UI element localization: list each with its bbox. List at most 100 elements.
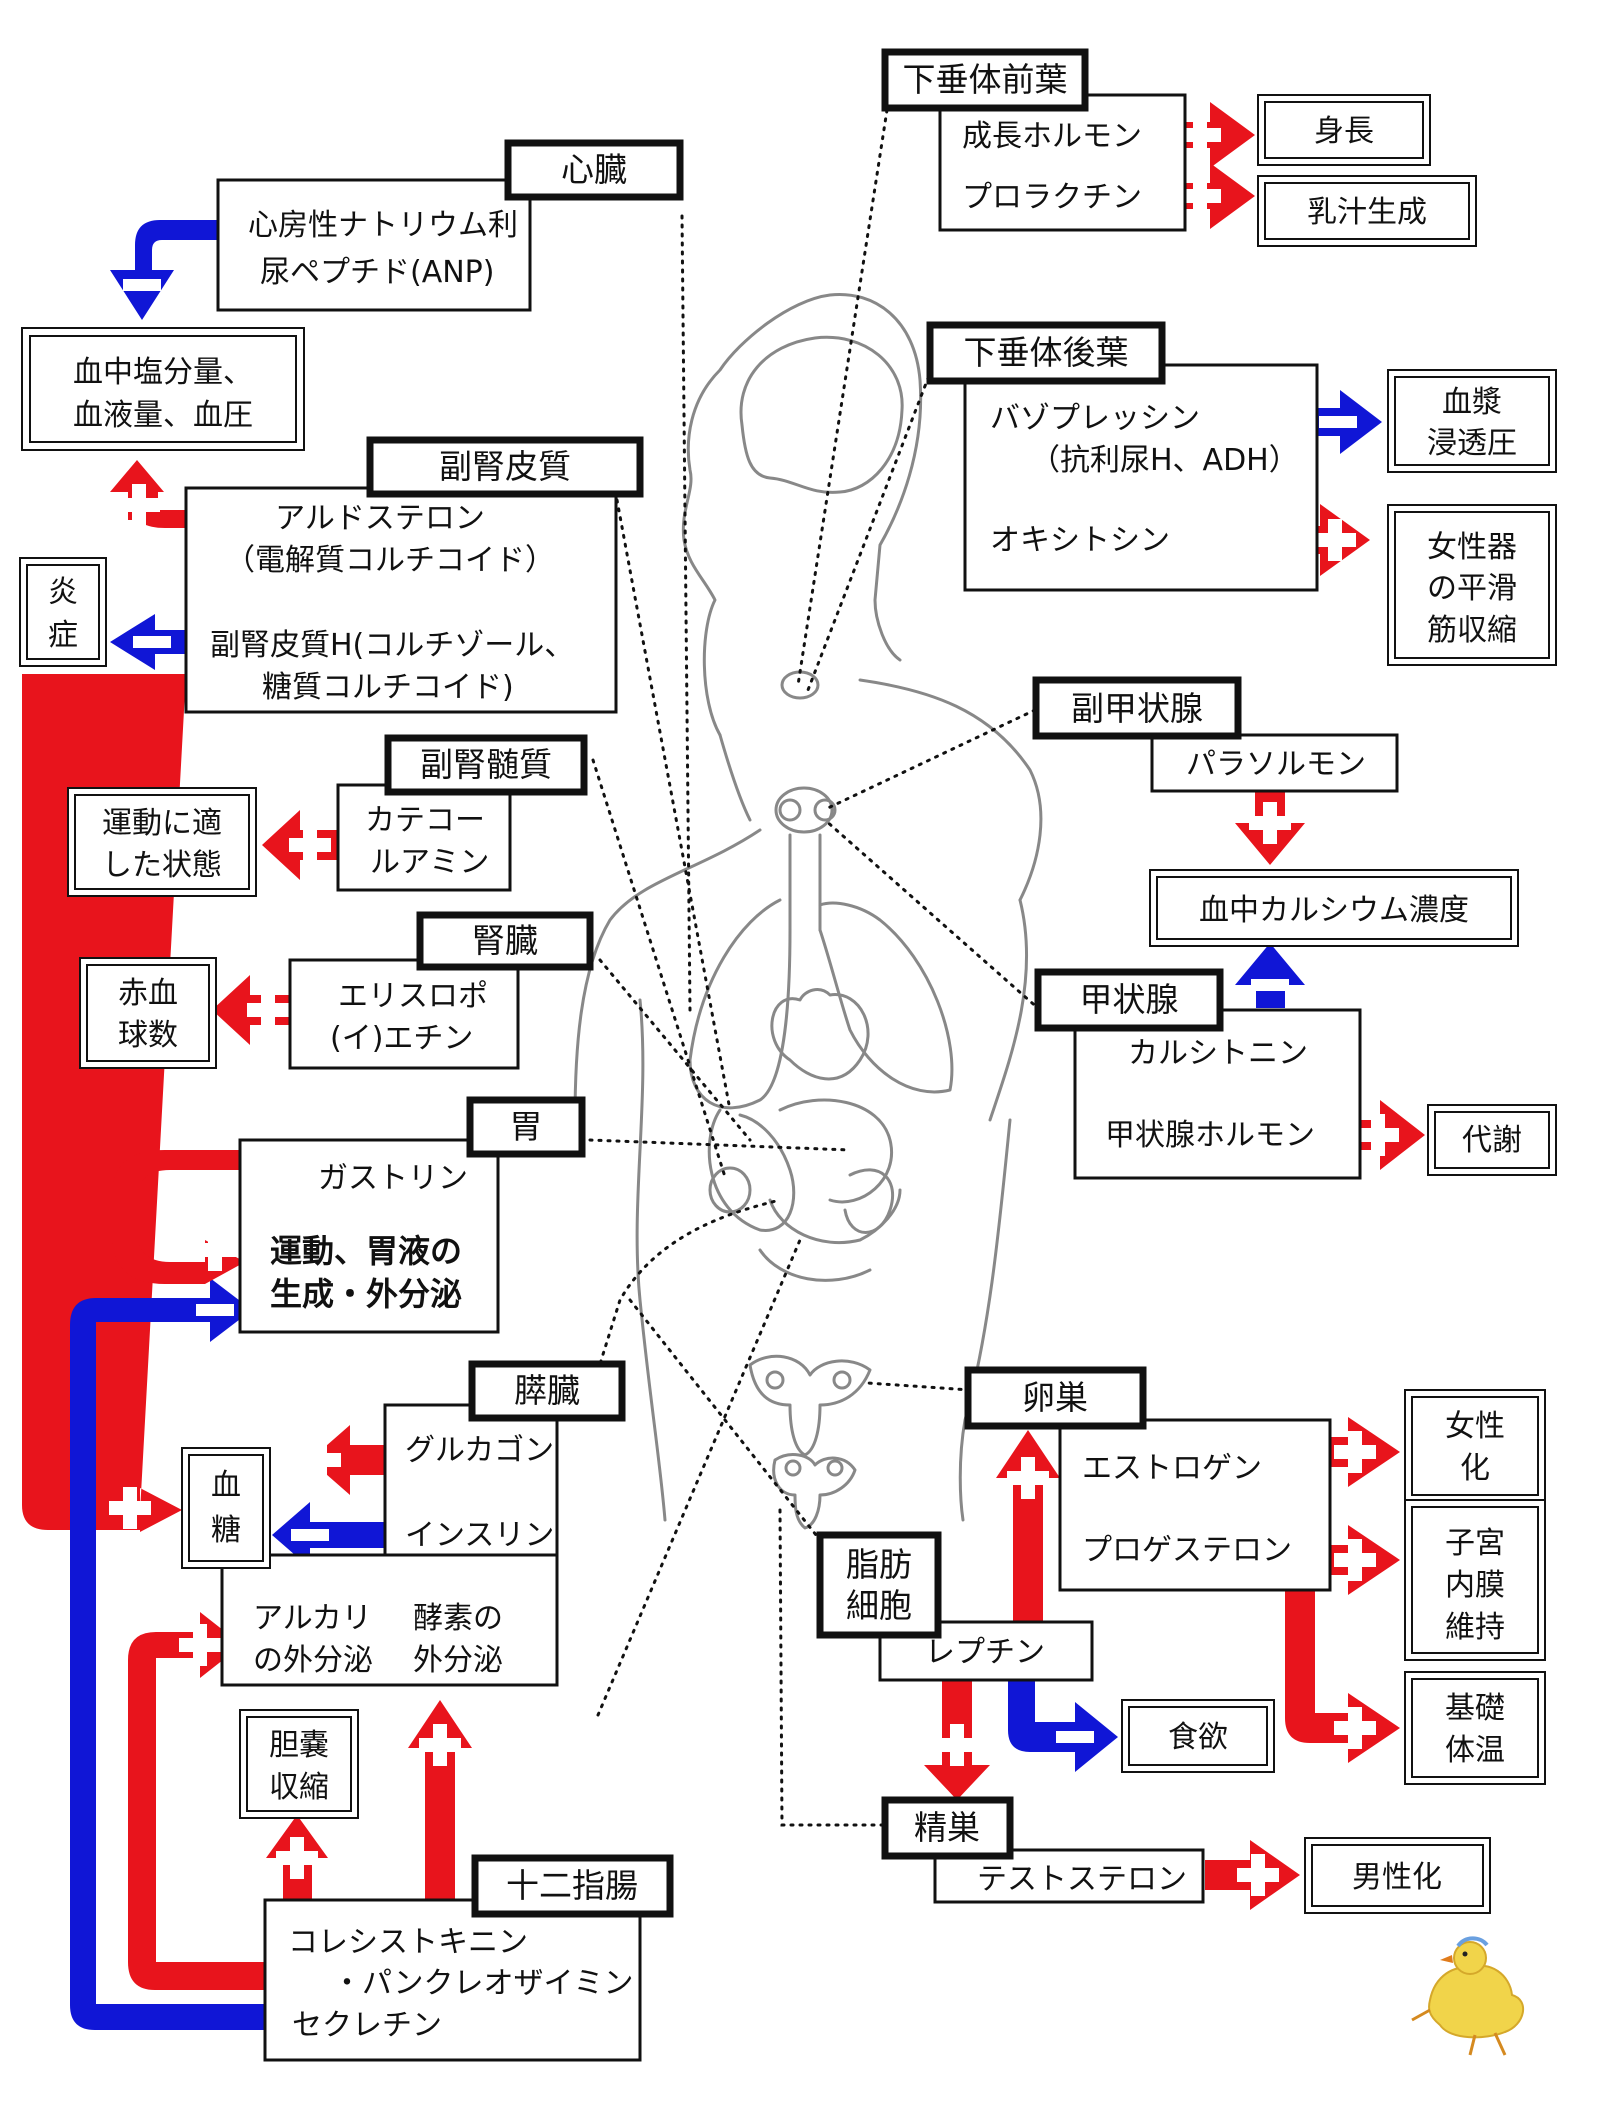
catecholamine-text-1: カテコー xyxy=(365,803,485,838)
exercise-box-inner xyxy=(74,794,250,890)
feminization-text-1: 女性 xyxy=(1445,1409,1505,1444)
rbc-box-inner xyxy=(86,964,210,1062)
blood-sugar-text-1: 血 xyxy=(211,1468,241,1503)
gallbladder-box-inner xyxy=(246,1716,352,1812)
calcitonin-text: カルシトニン xyxy=(1128,1036,1308,1071)
milk-text: 乳汁生成 xyxy=(1307,195,1427,230)
erythropoietin-text-2: (イ)エチン xyxy=(330,1021,473,1056)
blood-calcium-box-inner xyxy=(1156,876,1512,940)
anp-inhibit-arrow xyxy=(110,220,218,320)
blood-sugar-box-inner xyxy=(188,1454,264,1562)
pancreas-label-box xyxy=(468,1360,626,1422)
duodenum-label-box xyxy=(471,1854,674,1918)
thyroid-box xyxy=(1073,1008,1362,1180)
growth-hormone-text: 成長ホルモン xyxy=(962,119,1142,154)
stomach-label-box xyxy=(466,1096,586,1158)
appetite-text: 食欲 xyxy=(1168,1720,1228,1755)
alkali-text-2: の外分泌 xyxy=(253,1643,373,1678)
adrenal-medulla-label: 副腎髄質 xyxy=(420,745,552,784)
exercise-text-1: 運動に適 xyxy=(102,806,222,841)
secretin-inhibit-line xyxy=(70,1278,290,2030)
thyroid-label-box xyxy=(1034,968,1224,1032)
inflammation-box-inner xyxy=(26,564,100,660)
inflammation-text-2: 症 xyxy=(48,618,78,653)
kidney-label-box xyxy=(416,911,594,971)
duodenum-label: 十二指腸 xyxy=(506,1866,638,1905)
uterine-muscle-text-3: 筋収縮 xyxy=(1427,613,1517,648)
vasopressin-text-2: （抗利尿H、ADH） xyxy=(1030,443,1299,478)
parathyroid-label-box xyxy=(1032,676,1242,740)
plasma-osmolality-text-2: 浸透圧 xyxy=(1427,426,1517,461)
anterior-pituitary-box xyxy=(938,93,1187,232)
gastrin-text: ガストリン xyxy=(318,1161,468,1196)
erythropoietin-box xyxy=(288,958,520,1070)
anp-box xyxy=(216,178,532,312)
vasopressin-text-1: バゾプレッシン xyxy=(990,401,1200,436)
plasma-osmolality-box-inner xyxy=(1394,376,1550,466)
anp-text-2: 尿ペプチド(ANP) xyxy=(260,255,494,290)
thyroid-hormone-text: 甲状腺ホルモン xyxy=(1105,1118,1315,1153)
enzyme-text-1: 酵素の xyxy=(413,1601,503,1636)
blood-salt-text-2: 血液量、血圧 xyxy=(73,398,253,433)
gallbladder-text-2: 収縮 xyxy=(269,1770,329,1805)
cck-text-2: ・パンクレオザイミン xyxy=(332,1966,634,2001)
masculinization-text: 男性化 xyxy=(1352,1860,1442,1895)
duodenum-box xyxy=(263,1898,642,2062)
insulin-inhibit-arrow xyxy=(272,1502,400,1568)
metabolism-text: 代謝 xyxy=(1462,1123,1522,1158)
fat-cell-label-1: 脂肪 xyxy=(846,1545,912,1584)
anp-text-1: 心房性ナトリウム利 xyxy=(248,208,518,243)
basal-temp-text-2: 体温 xyxy=(1445,1733,1505,1768)
ovary-box xyxy=(1058,1418,1332,1592)
kidney-label: 腎臓 xyxy=(472,921,538,960)
glucagon-stimulate-arrow xyxy=(310,1425,400,1495)
feminization-box-inner xyxy=(1411,1396,1539,1496)
uterine-muscle-box-inner xyxy=(1394,511,1550,659)
metabolism-box-inner xyxy=(1434,1111,1550,1169)
feminization-text-2: 化 xyxy=(1460,1451,1490,1486)
aldosterone-text-1: アルドステロン xyxy=(275,501,485,536)
calcitonin-arrow xyxy=(1235,943,1305,1008)
progesterone-basal-temp-arrow xyxy=(1285,1580,1400,1763)
ovary-label: 卵巣 xyxy=(1022,1378,1088,1417)
erythropoietin-text-1: エリスロポ xyxy=(338,979,488,1014)
glucagon-text: グルカゴン xyxy=(405,1433,554,1468)
leader-lines xyxy=(588,108,1042,1827)
cortisol-text-1: 副腎皮質H(コルチゾール、 xyxy=(210,628,574,663)
parathormone-box xyxy=(1150,733,1399,793)
fat-cell-label-box xyxy=(816,1531,942,1639)
aldosterone-text-2: （電解質コルチコイド） xyxy=(225,543,555,578)
stomach-label: 胃 xyxy=(510,1107,543,1146)
cck-enzyme-arrow xyxy=(408,1700,472,1900)
heart-label: 心臓 xyxy=(561,150,627,189)
posterior-pituitary-box xyxy=(963,363,1319,592)
cortisol-text-2: 糖質コルチコイド) xyxy=(262,670,514,705)
thyroid-label: 甲状腺 xyxy=(1080,980,1179,1019)
adrenal-cortex-label-box xyxy=(366,436,644,498)
stomach-box xyxy=(238,1138,500,1334)
enzyme-text-2: 外分泌 xyxy=(413,1643,503,1678)
prolactin-text: プロラクチン xyxy=(962,180,1142,215)
basal-temp-text-1: 基礎 xyxy=(1445,1691,1505,1726)
uterine-muscle-text-2: の平滑 xyxy=(1427,571,1517,606)
inflammation-text-1: 炎 xyxy=(48,575,78,610)
testis-label: 精巣 xyxy=(914,1808,980,1847)
endometrium-text-3: 維持 xyxy=(1445,1610,1505,1645)
ovary-label-box xyxy=(964,1366,1147,1430)
motility-text-2: 生成・外分泌 xyxy=(270,1275,462,1313)
adrenal-cortex-label: 副腎皮質 xyxy=(439,447,571,486)
gallbladder-text-1: 胆嚢 xyxy=(269,1728,329,1763)
cck-alkali-stimulate-line xyxy=(128,1612,290,1990)
rbc-text-2: 球数 xyxy=(118,1018,178,1053)
testosterone-text: テストステロン xyxy=(977,1862,1187,1897)
posterior-pituitary-label-box xyxy=(926,321,1166,385)
appetite-box-inner xyxy=(1128,1706,1268,1766)
endometrium-text-1: 子宮 xyxy=(1445,1526,1505,1561)
parathyroid-label: 副甲状腺 xyxy=(1071,689,1203,728)
height-text: 身長 xyxy=(1314,114,1374,149)
adrenal-cortex-box xyxy=(184,486,618,714)
parathormone-text: パラソルモン xyxy=(1186,747,1366,782)
leptin-ovary-arrow xyxy=(996,1430,1060,1625)
arrows xyxy=(22,102,1425,2030)
estrogen-text: エストロゲン xyxy=(1082,1451,1262,1486)
